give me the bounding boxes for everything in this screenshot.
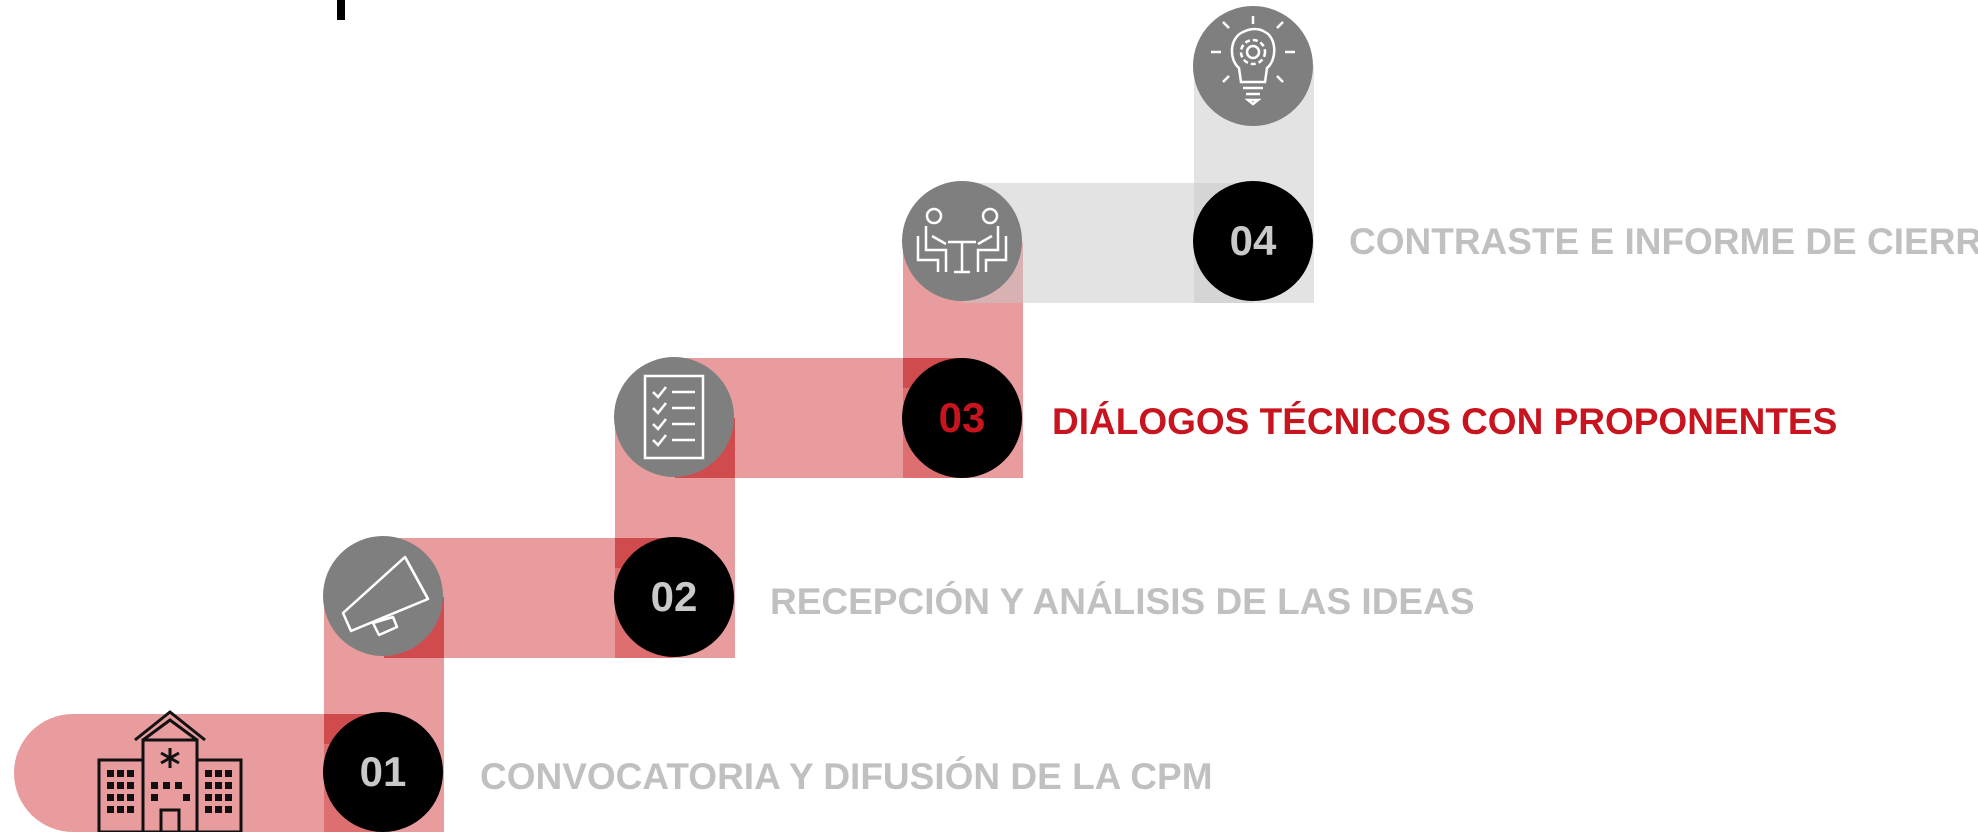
step-number-01: 01	[359, 748, 407, 795]
step-number-circle-04: 04	[1193, 181, 1313, 301]
step-number-circle-03: 03	[902, 358, 1022, 478]
meeting-icon	[902, 181, 1022, 301]
lightbulb-gear-icon	[1193, 6, 1313, 126]
megaphone-icon	[323, 536, 443, 656]
step-label-02: RECEPCIÓN Y ANÁLISIS DE LAS IDEAS	[770, 581, 1475, 622]
top-edge-mark	[337, 0, 345, 20]
step-number-circle-01: 01	[323, 712, 443, 832]
step-label-01: CONVOCATORIA Y DIFUSIÓN DE LA CPM	[480, 756, 1213, 797]
step-number-04: 04	[1229, 217, 1277, 264]
step-number-03: 03	[938, 394, 986, 441]
checklist-icon	[614, 357, 734, 477]
step-number-circle-02: 02	[614, 537, 734, 657]
step-number-02: 02	[650, 573, 698, 620]
step-label-03: DIÁLOGOS TÉCNICOS CON PROPONENTES	[1052, 401, 1838, 442]
step-label-04: CONTRASTE E INFORME DE CIERRE	[1349, 221, 1978, 262]
building-icon	[95, 710, 245, 832]
